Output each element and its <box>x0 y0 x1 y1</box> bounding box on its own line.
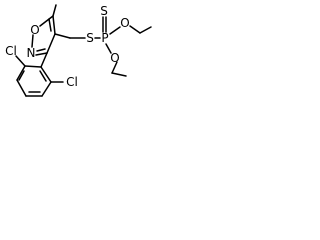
bond-p-o1 <box>109 26 121 35</box>
atom-phosphorus: P <box>101 31 108 45</box>
chemical-structure: O N S P S O O Cl Cl <box>5 4 152 97</box>
bond-ethyl2-ch3 <box>111 72 127 77</box>
bond-c4-c5-double <box>48 18 52 32</box>
bond-ethyl1-ch3 <box>139 26 152 34</box>
atom-chlorine-upper: Cl <box>5 44 17 58</box>
atom-thione-sulfur: S <box>100 4 108 18</box>
bond-o2-ch2 <box>111 61 118 74</box>
atom-chlorine-lower: Cl <box>66 75 78 89</box>
atom-ester-oxygen-1: O <box>120 16 129 30</box>
bond-c4-c5 <box>52 15 56 35</box>
bond-ph-c3-c4 <box>16 79 27 97</box>
atom-thioether-sulfur: S <box>86 31 94 45</box>
atom-label-layer: O N S P S O O Cl Cl <box>5 4 130 89</box>
bond-ph-c6-c1 <box>40 66 52 83</box>
bond-n2-c3 <box>35 52 48 56</box>
bond-c3-c4 <box>46 33 56 54</box>
bond-n2-c3-double <box>36 48 46 52</box>
bond-layer <box>15 4 152 97</box>
atom-ring-nitrogen: N <box>27 46 36 60</box>
bond-p-o2 <box>105 43 112 54</box>
bond-c4-ch2 <box>54 33 71 39</box>
bond-c3-phenyl <box>40 52 48 68</box>
bond-ph-c1-c2 <box>24 65 42 68</box>
bond-ph-inner-a <box>18 70 25 81</box>
bond-o1-n2 <box>31 34 34 48</box>
bond-ph-inner-c <box>39 70 47 82</box>
bond-methyl <box>52 4 57 17</box>
atom-ester-oxygen-2: O <box>110 51 119 65</box>
atom-ring-oxygen: O <box>30 23 39 37</box>
bond-o1-ch2 <box>129 25 141 34</box>
bond-ph-c2-c3 <box>16 65 26 81</box>
bond-ph-c5-c6 <box>41 81 52 97</box>
bond-c5-o1 <box>39 15 54 27</box>
bond-ph-cl-upper <box>15 55 26 67</box>
